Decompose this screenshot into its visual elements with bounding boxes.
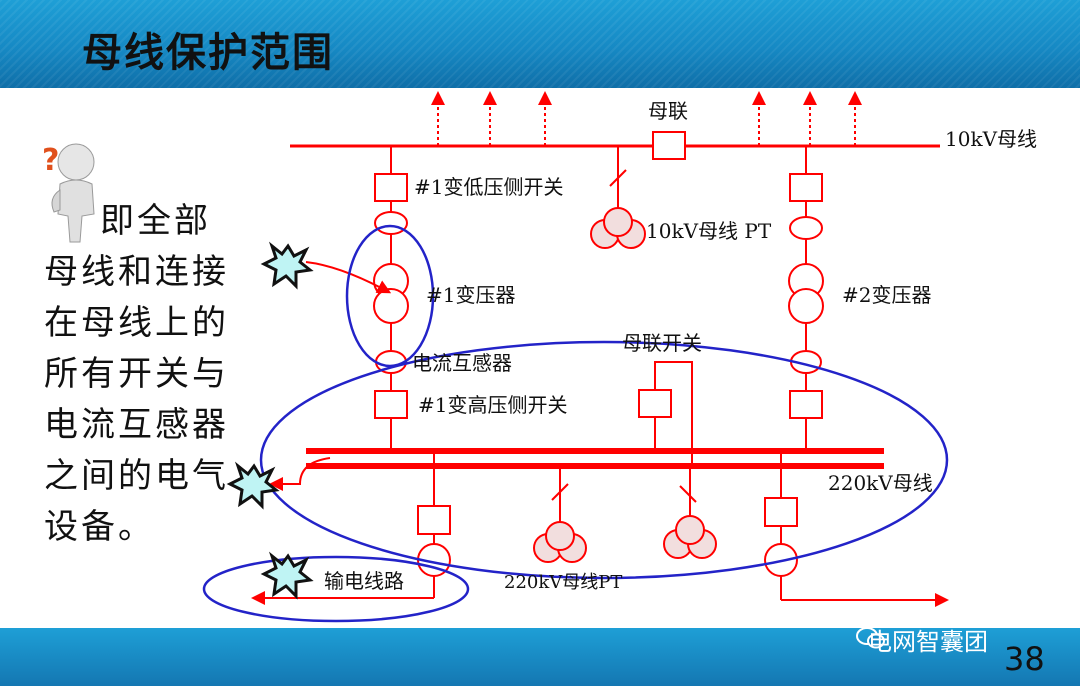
label-pt-10kv: 10kV母线 PT [646,219,772,243]
label-ct: 电流互感器 [412,351,512,375]
fault-star-icon [260,551,314,600]
label-bus-10kv: 10kV母线 [945,127,1037,151]
label-bus-tie: 母联 [648,99,688,123]
description-content: 即全部母线和连接在母线上的所有开关与电流互感器之间的电气设备。 [44,201,229,547]
slide-title: 母线保护范围 [82,30,334,76]
label-bus-tie-switch: 母联开关 [622,331,702,355]
bus-tie-breaker [652,131,686,160]
label-pt-220kv: 220kV母线PT [504,572,622,593]
label-t1: #1变压器 [426,283,515,307]
zone-line [202,555,470,623]
label-line: 输电线路 [324,569,404,593]
bus-tie-switch-220kv [638,361,693,465]
description-text: 即全部母线和连接在母线上的所有开关与电流互感器之间的电气设备。 [44,196,234,553]
page-number: 38 [1004,640,1045,678]
t2-branch [788,146,824,450]
pt-220kv-1 [533,466,587,563]
footer-band [0,628,1080,686]
question-figure-icon: ? [42,143,95,243]
pt-10kv [590,146,646,249]
fault-star-icon [260,241,314,290]
feeders-10kv [431,91,862,146]
label-sw1-low: #1变低压侧开关 [414,175,563,199]
label-t2: #2变压器 [842,283,931,307]
watermark-text: 电网智囊团 [868,628,988,656]
label-sw1-high: #1变高压侧开关 [418,393,567,417]
zone-220kv-bus [259,340,949,580]
line-feeder [251,451,451,605]
header-band [0,0,1080,88]
label-bus-220kv: 220kV母线 [828,471,933,495]
wechat-icon [856,627,885,649]
t1-branch [373,146,409,450]
fault-star-icon [226,461,280,510]
zone-transformer [345,224,435,368]
pt-220kv-2 [663,466,717,559]
fault-arrows [269,261,392,491]
svg-text:?: ? [42,143,59,178]
